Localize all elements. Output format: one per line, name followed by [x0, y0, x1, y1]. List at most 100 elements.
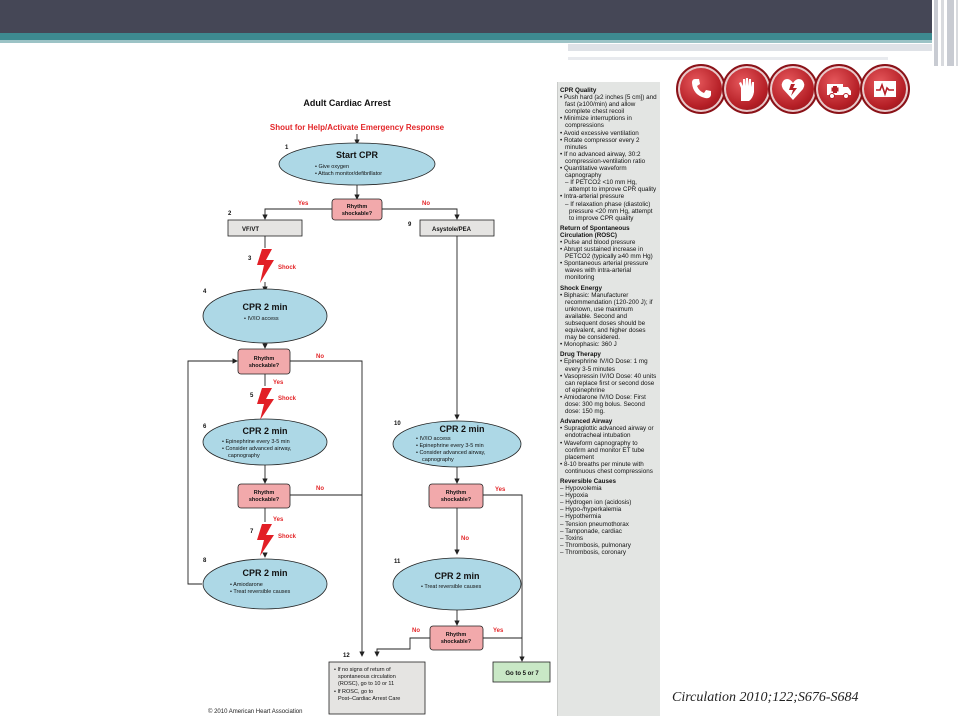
- step-number: 11: [394, 559, 401, 565]
- panel-item: – Hypo-/hyperkalemia: [560, 506, 622, 514]
- no-label: No: [461, 536, 469, 542]
- panel-item: • Supraglottic advanced airway or endotr…: [560, 425, 654, 440]
- panel-item: – Hypothermia: [560, 513, 601, 521]
- step-line: • Epinephrine every 3-5 min: [222, 439, 290, 445]
- phone-icon: [676, 64, 726, 114]
- step-line: • Treat reversible causes: [421, 584, 482, 590]
- step-line: • Consider advanced airway,: [222, 446, 292, 452]
- panel-item: • Amiodarone IV/IO Dose: First dose: 300…: [560, 393, 646, 416]
- shock-bolt-icon: [257, 524, 274, 556]
- decision-rhythm-shockable: [429, 625, 484, 651]
- corner-bar: [956, 0, 958, 66]
- panel-item: • Abrupt sustained increase in PETCO2 (t…: [560, 246, 653, 261]
- corner-bar: [934, 0, 938, 66]
- emergency-icon-row: [676, 64, 910, 114]
- step-number: 8: [203, 558, 207, 564]
- panel-item: – Hypovolemia: [560, 485, 602, 493]
- algorithm-title: Adult Cardiac Arrest: [303, 98, 390, 108]
- decision-label: shockable?: [441, 497, 472, 503]
- step-line: • IV/IO access: [244, 316, 279, 322]
- panel-section-title: Reversible Causes: [560, 477, 617, 485]
- panel-item: – Thrombosis, coronary: [560, 548, 627, 556]
- panel-section-title: Drug Therapy: [560, 351, 601, 359]
- step-line: • If no signs of return of: [334, 667, 391, 673]
- step-line: • Consider advanced airway,: [416, 450, 486, 456]
- panel-item: • Biphasic: Manufacturer recommendation …: [560, 291, 653, 342]
- decision-label: Rhythm: [254, 490, 275, 496]
- step-number: 4: [203, 289, 207, 295]
- panel-item: – If PETCO2 <10 mm Hg, attempt to improv…: [565, 179, 657, 194]
- step-6-cpr: [202, 418, 328, 466]
- step-line: • Amiodarone: [230, 582, 263, 588]
- panel-item: • Rotate compressor every 2 minutes: [560, 136, 640, 151]
- step-number: 9: [408, 222, 412, 228]
- shock-label: Shock: [278, 396, 297, 402]
- step-number: 12: [343, 653, 350, 659]
- corner-bar: [941, 0, 944, 66]
- decision-label: shockable?: [249, 363, 280, 369]
- side-info-text: CPR Quality• Push hard (≥2 inches [5 cm]…: [560, 84, 658, 556]
- panel-section-title: CPR Quality: [560, 87, 597, 94]
- hand-icon: [722, 64, 772, 114]
- decision-rhythm-shockable: [237, 483, 291, 509]
- decision-rhythm-shockable: [237, 348, 291, 375]
- panel-item: – Tension pneumothorax: [560, 520, 629, 528]
- title-underline-thin: [568, 57, 888, 60]
- yes-label: Yes: [495, 487, 506, 493]
- heart-icon: [768, 64, 818, 114]
- panel-section-title: Advanced Airway: [560, 418, 613, 426]
- shock-label: Shock: [278, 265, 297, 271]
- panel-item: • If no advanced airway, 30:2 compressio…: [560, 150, 646, 165]
- step-title: CPR 2 min: [242, 302, 287, 312]
- yes-label: Yes: [298, 201, 309, 207]
- step-line: spontaneous circulation: [338, 674, 396, 680]
- panel-item: • Spontaneous arterial pressure waves wi…: [560, 260, 649, 282]
- step-line: • IV/IO access: [416, 436, 451, 442]
- decision-label: shockable?: [441, 639, 472, 645]
- decision-label: shockable?: [249, 497, 280, 503]
- panel-item: – Hypoxia: [560, 492, 589, 500]
- panel-item: – Tamponade, cardiac: [560, 527, 622, 535]
- decision-label: Rhythm: [446, 490, 467, 496]
- step-number: 7: [250, 529, 254, 535]
- step-line: • Treat reversible causes: [230, 589, 291, 595]
- step-1-start-cpr: [278, 142, 436, 186]
- no-label: No: [316, 354, 324, 360]
- decision-label: shockable?: [342, 211, 373, 217]
- panel-item: – Hydrogen ion (acidosis): [560, 499, 632, 507]
- panel-item: • Epinephrine IV/IO Dose: 1 mg every 3-5…: [560, 358, 648, 373]
- monitor-icon: [860, 64, 910, 114]
- step-title: CPR 2 min: [439, 424, 484, 434]
- citation-text: Circulation 2010;122;S676-S684: [672, 690, 859, 705]
- step-10-cpr: [392, 420, 522, 468]
- yes-label: Yes: [273, 380, 284, 386]
- decision-rhythm-shockable: [331, 198, 383, 221]
- panel-item: • Pulse and blood pressure: [560, 238, 636, 246]
- panel-item: • Minimize interruptions in compressions: [560, 115, 632, 130]
- step-title: Start CPR: [336, 150, 379, 160]
- title-underline: [568, 44, 932, 51]
- shock-bolt-icon: [257, 388, 274, 420]
- step-line: Post–Cardiac Arrest Care: [338, 696, 400, 702]
- panel-item: • 8-10 breaths per minute with continuou…: [560, 460, 653, 475]
- step-12-rosc-box: [328, 661, 426, 715]
- step-line: capnography: [228, 453, 260, 459]
- no-label: No: [412, 628, 420, 634]
- step-number: 2: [228, 211, 232, 217]
- decision-label: Rhythm: [446, 632, 467, 638]
- panel-item: – Toxins: [560, 534, 583, 542]
- step-title: CPR 2 min: [434, 571, 479, 581]
- no-label: No: [316, 486, 324, 492]
- step-11-cpr: [392, 557, 522, 611]
- panel-item: • Push hard (≥2 inches [5 cm]) and fast …: [560, 94, 657, 116]
- step-number: 6: [203, 424, 207, 430]
- step-title: CPR 2 min: [242, 568, 287, 578]
- panel-item: • Monophasic: 360 J: [560, 341, 617, 349]
- goto-box: [492, 661, 551, 683]
- step-line: • Epinephrine every 3-5 min: [416, 443, 484, 449]
- corner-bar: [947, 0, 954, 66]
- step-line: capnography: [422, 457, 454, 463]
- decision-rhythm-shockable: [428, 483, 484, 509]
- accent-stripe: [0, 33, 932, 40]
- title-bar: [0, 0, 932, 33]
